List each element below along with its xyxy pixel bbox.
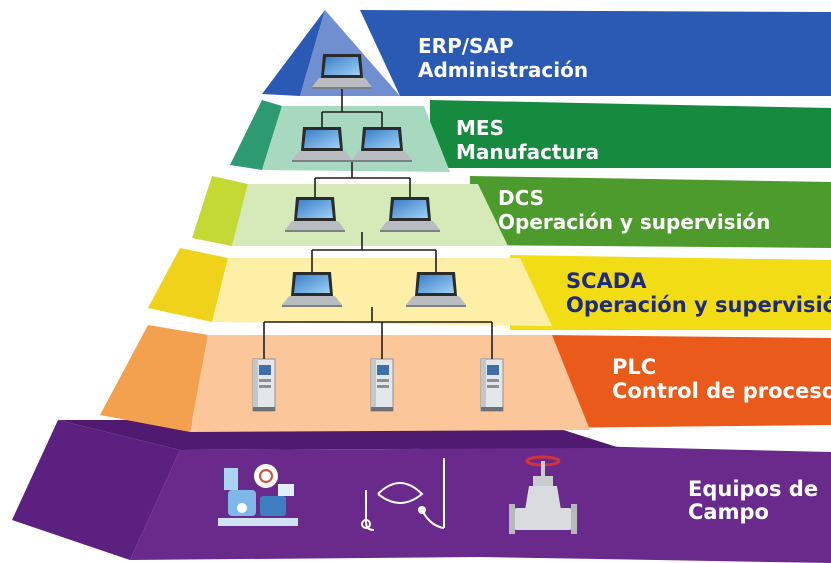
plc-module-icon xyxy=(252,358,276,412)
sensor-loop-icon xyxy=(361,458,445,531)
network-wires xyxy=(263,89,493,359)
scada-title: SCADA xyxy=(566,269,647,293)
plc-module-icon xyxy=(370,358,394,412)
campo-pyramid-left xyxy=(12,420,180,560)
plc-pyramid-left xyxy=(100,325,208,432)
scada-pyramid-front xyxy=(212,258,552,326)
plc-band xyxy=(545,335,831,428)
plc-module-icon xyxy=(480,358,504,412)
plc-title: PLC xyxy=(612,355,656,379)
level-dcs: DCS Operación y supervisión xyxy=(192,176,831,248)
dcs-pyramid-left xyxy=(192,176,248,246)
erp-band xyxy=(360,10,831,96)
erp-subtitle: Administración xyxy=(418,58,588,82)
mes-pyramid-left xyxy=(230,100,282,170)
level-mes: MES Manufactura xyxy=(230,100,831,172)
mes-pyramid-front xyxy=(262,106,450,172)
level-plc: PLC Control de proceso xyxy=(100,325,831,432)
erp-pyramid-left xyxy=(262,10,325,96)
mes-subtitle: Manufactura xyxy=(456,140,599,164)
campo-title: Equipos de xyxy=(688,477,818,501)
dcs-subtitle: Operación y supervisión xyxy=(498,210,770,234)
dcs-pyramid-front xyxy=(232,184,508,246)
mes-band xyxy=(430,100,831,168)
campo-subtitle: Campo xyxy=(688,500,769,524)
level-erp: ERP/SAP Administración xyxy=(262,10,831,96)
lab-instrument-icon xyxy=(218,464,298,526)
campo-pyramid-front xyxy=(130,448,620,560)
scada-band xyxy=(510,255,831,330)
dcs-title: DCS xyxy=(498,186,544,210)
scada-pyramid-left xyxy=(148,248,228,322)
level-scada: SCADA Operación y supervisión xyxy=(148,248,831,330)
level-campo: Equipos de Campo xyxy=(12,420,831,563)
erp-title: ERP/SAP xyxy=(418,34,514,58)
valve-icon xyxy=(509,455,577,534)
plc-subtitle: Control de proceso xyxy=(612,379,831,403)
mes-title: MES xyxy=(456,116,504,140)
scada-subtitle: Operación y supervisión xyxy=(566,293,831,317)
dcs-band xyxy=(470,176,831,248)
